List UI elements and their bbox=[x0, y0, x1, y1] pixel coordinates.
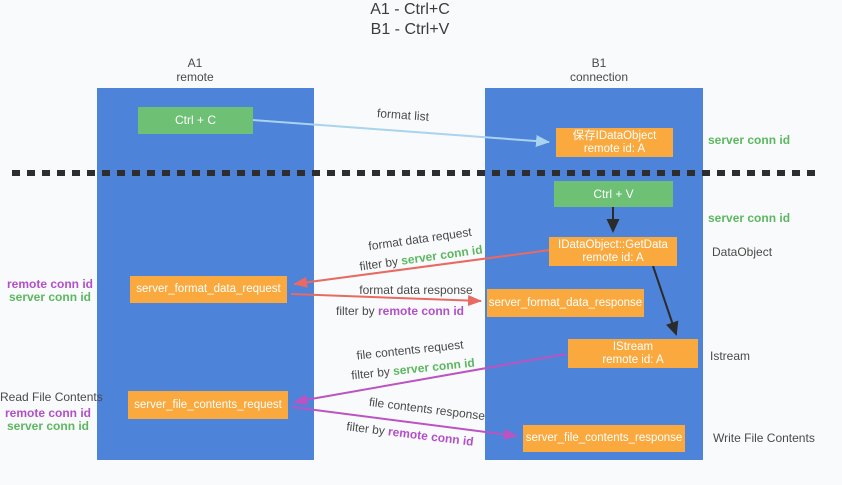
node-server-format-data-request-label: server_format_data_request bbox=[136, 283, 281, 295]
title-line-1: A1 - Ctrl+C bbox=[370, 1, 450, 18]
filter-remote-conn-id: remote conn id bbox=[378, 304, 465, 318]
left-format-server-conn-id: server conn id bbox=[8, 290, 92, 304]
node-save-idataobject: 保存IDataObject remote id: A bbox=[556, 128, 673, 157]
node-server-file-contents-response-label: server_file_contents_response bbox=[525, 432, 683, 444]
left-group-format: remote conn id server conn id bbox=[4, 278, 96, 304]
column-b1-subtitle: connection bbox=[569, 70, 629, 84]
node-save-idataobject-line2: remote id: A bbox=[583, 142, 646, 155]
filter-by-text: filter by bbox=[350, 364, 394, 383]
flow-label-filter-by-remote-2: filter by remote conn id bbox=[335, 418, 486, 450]
column-a1-name: A1 bbox=[187, 56, 203, 70]
node-server-file-contents-request-label: server_file_contents_request bbox=[134, 398, 282, 411]
node-ctrl-c-label: Ctrl + C bbox=[174, 113, 216, 127]
side-label-write-file-contents: Write File Contents bbox=[713, 431, 815, 445]
node-save-idataobject-line1: 保存IDataObject bbox=[572, 129, 657, 142]
left-file-server-conn-id: server conn id bbox=[6, 419, 90, 433]
node-ctrl-v-label: Ctrl + V bbox=[593, 186, 634, 201]
node-ctrl-c: Ctrl + C bbox=[138, 107, 253, 134]
filter-remote-conn-id: remote conn id bbox=[387, 424, 475, 449]
node-idataobject-getdata: IDataObject::GetData remote id: A bbox=[549, 237, 677, 266]
node-istream-line1: IStream bbox=[612, 340, 654, 353]
column-a1-subtitle: remote bbox=[176, 70, 214, 84]
filter-server-conn-id: server conn id bbox=[392, 355, 476, 379]
side-label-dataobject: DataObject bbox=[712, 245, 773, 259]
node-idataobject-getdata-line1: IDataObject::GetData bbox=[558, 238, 668, 251]
flow-label-filter-by-remote-1: filter by remote conn id bbox=[325, 304, 475, 318]
side-label-istream: Istream bbox=[710, 349, 751, 363]
node-server-file-contents-request: server_file_contents_request bbox=[128, 391, 288, 419]
side-label-server-conn-id-top: server conn id bbox=[708, 133, 791, 147]
flow-label-file-contents-response: file contents response bbox=[368, 394, 486, 424]
column-header-b1: B1 connection bbox=[539, 56, 659, 84]
left-read-file-contents: Read File Contents bbox=[0, 390, 103, 404]
node-istream: IStream remote id: A bbox=[568, 339, 698, 368]
left-group-file: Read File Contents remote conn id server… bbox=[0, 390, 103, 433]
title-line-2: B1 - Ctrl+V bbox=[370, 21, 450, 38]
filter-by-text: filter by bbox=[335, 304, 378, 318]
filter-by-text: filter by bbox=[358, 253, 403, 274]
node-server-format-data-request: server_format_data_request bbox=[130, 276, 287, 303]
flow-label-format-list: format list bbox=[376, 106, 430, 124]
node-server-format-data-response: server_format_data_response bbox=[487, 289, 644, 317]
node-istream-line2: remote id: A bbox=[602, 353, 664, 366]
node-server-file-contents-response: server_file_contents_response bbox=[523, 425, 685, 452]
column-b1-name: B1 bbox=[591, 56, 607, 70]
node-server-format-data-response-label: server_format_data_response bbox=[488, 296, 643, 309]
left-format-remote-conn-id: remote conn id bbox=[6, 277, 93, 291]
flow-label-format-data-response: format data response bbox=[359, 283, 473, 297]
left-file-remote-conn-id: remote conn id bbox=[4, 406, 91, 420]
column-header-a1: A1 remote bbox=[135, 56, 255, 84]
filter-by-text: filter by bbox=[345, 419, 390, 439]
side-label-server-conn-id-mid: server conn id bbox=[708, 211, 791, 225]
node-idataobject-getdata-line2: remote id: A bbox=[582, 251, 644, 264]
node-ctrl-v: Ctrl + V bbox=[554, 181, 673, 207]
diagram-title: A1 - Ctrl+C B1 - Ctrl+V bbox=[0, 0, 820, 40]
